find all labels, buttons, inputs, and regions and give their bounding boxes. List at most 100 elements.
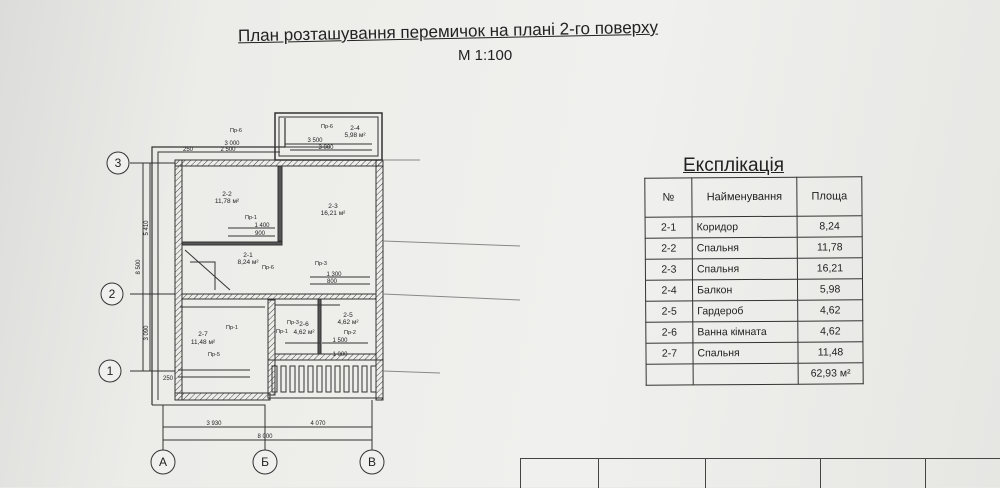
dim-text: 2 500 bbox=[220, 147, 236, 153]
axis-label: 1 bbox=[107, 364, 114, 378]
cell-name: Спальня bbox=[692, 258, 798, 280]
radiator-fin bbox=[289, 365, 296, 393]
room-id: 2-1 bbox=[243, 252, 253, 259]
axis-label: Б bbox=[261, 455, 269, 469]
cell-area: 4,62 bbox=[797, 299, 863, 322]
cell-number: 2-4 bbox=[645, 279, 693, 302]
col-header-area: Площа bbox=[796, 176, 863, 217]
dim-text: 4 070 bbox=[310, 421, 326, 427]
axis-label: 3 bbox=[115, 156, 122, 170]
cell-name: Гардероб bbox=[692, 300, 798, 322]
radiator-fin bbox=[343, 365, 350, 393]
room-area: 8,24 м² bbox=[237, 259, 259, 266]
radiator-fin bbox=[316, 365, 323, 393]
lintel-mark: Пр-5 bbox=[208, 352, 220, 358]
dim-text: 1 400 bbox=[254, 223, 270, 229]
radiator-fin bbox=[325, 365, 332, 393]
room-area: 11,78 м² bbox=[215, 198, 240, 205]
dim-text: 3 930 bbox=[206, 421, 222, 427]
room-area: 4,62 м² bbox=[293, 329, 315, 336]
total-row: 62,93 м² bbox=[646, 362, 864, 386]
room-area: 4,62 м² bbox=[337, 319, 359, 326]
cell-name: Балкон bbox=[692, 279, 798, 301]
axis-marker-2 bbox=[100, 282, 124, 306]
room-id: 2-4 bbox=[350, 125, 360, 132]
radiator-fin bbox=[361, 365, 368, 393]
dim-text: 3 090 bbox=[144, 325, 150, 341]
dim-text: 1 300 bbox=[326, 272, 342, 278]
dim-text: 3 000 bbox=[318, 145, 334, 151]
room-id: 2-2 bbox=[222, 191, 232, 198]
axis-marker-1 bbox=[98, 359, 122, 383]
room-area: 11,48 м² bbox=[191, 339, 216, 346]
dim-text: 1 000 bbox=[332, 352, 348, 358]
room-id: 2-7 bbox=[198, 331, 208, 338]
lintel-mark: Пр-3 bbox=[315, 261, 327, 267]
cell-number: 2-2 bbox=[645, 237, 693, 260]
col-header-number: № bbox=[644, 177, 693, 218]
room-area: 5,98 м² bbox=[344, 132, 366, 139]
cell-name: Спальня bbox=[692, 237, 798, 259]
col-header-name: Найменування bbox=[691, 177, 798, 217]
drawing-scale: М 1:100 bbox=[458, 47, 513, 64]
cell-area: 8,24 bbox=[797, 215, 863, 238]
cell-number: 2-3 bbox=[645, 258, 693, 281]
radiator-fin bbox=[370, 365, 377, 393]
cell-name: Коридор bbox=[692, 216, 798, 238]
lintel-mark: Пр-6 bbox=[321, 124, 333, 130]
dim-text: 3 500 bbox=[307, 138, 323, 144]
axis-label: А bbox=[159, 455, 167, 469]
cell-area: 11,48 bbox=[797, 341, 864, 364]
lintel-mark: Пр-3 bbox=[287, 320, 299, 326]
axis-marker-3 bbox=[106, 151, 130, 175]
axis-marker-a bbox=[150, 449, 176, 475]
cell-number: 2-6 bbox=[645, 321, 693, 344]
radiator-fin bbox=[334, 365, 341, 393]
table-header-row: № Найменування Площа bbox=[644, 176, 863, 218]
radiator-fin bbox=[352, 365, 359, 393]
axis-marker-b bbox=[252, 449, 278, 475]
title-block-stamp bbox=[520, 458, 1000, 488]
cell-name: Ванна кімната bbox=[692, 321, 798, 343]
dim-text: 800 bbox=[327, 279, 338, 285]
axis-label: В bbox=[368, 455, 376, 469]
lintel-mark: Пр-1 bbox=[245, 215, 257, 221]
lintel-mark: Пр-6 bbox=[262, 265, 274, 271]
lintel-mark: Пр-1 bbox=[276, 329, 288, 335]
dim-text: 8 500 bbox=[136, 259, 142, 275]
dim-text: 8 000 bbox=[257, 434, 273, 440]
cell-number: 2-7 bbox=[645, 342, 694, 365]
radiator-fin bbox=[307, 365, 314, 393]
dim-text: 1 500 bbox=[332, 338, 348, 344]
cell-number: 2-1 bbox=[645, 216, 693, 239]
room-id: 2-6 bbox=[299, 321, 309, 328]
dim-text: 250 bbox=[163, 376, 174, 382]
cell-area: 11,78 bbox=[797, 236, 863, 259]
cell-name: Спальня bbox=[692, 342, 799, 364]
dim-text: 250 bbox=[183, 147, 194, 153]
cell-area: 5,98 bbox=[797, 278, 863, 301]
dim-text: 3 000 bbox=[224, 141, 240, 147]
radiator-fin bbox=[271, 365, 278, 393]
explication-title: Експлікація bbox=[683, 155, 784, 176]
cell-number: 2-5 bbox=[645, 300, 693, 323]
room-id: 2-5 bbox=[343, 312, 353, 319]
radiator-fin bbox=[280, 365, 287, 393]
balcony-wall bbox=[274, 112, 383, 161]
total-area: 62,93 м² bbox=[798, 362, 864, 385]
cell-empty bbox=[646, 363, 694, 386]
dim-text: 5 410 bbox=[144, 220, 150, 236]
lintel-mark: Пр-1 bbox=[226, 325, 238, 331]
lintel-mark: Пр-6 bbox=[230, 128, 242, 134]
lintel-mark: Пр-2 bbox=[344, 330, 356, 336]
cell-area: 4,62 bbox=[797, 320, 863, 343]
radiator-fin bbox=[298, 365, 305, 393]
